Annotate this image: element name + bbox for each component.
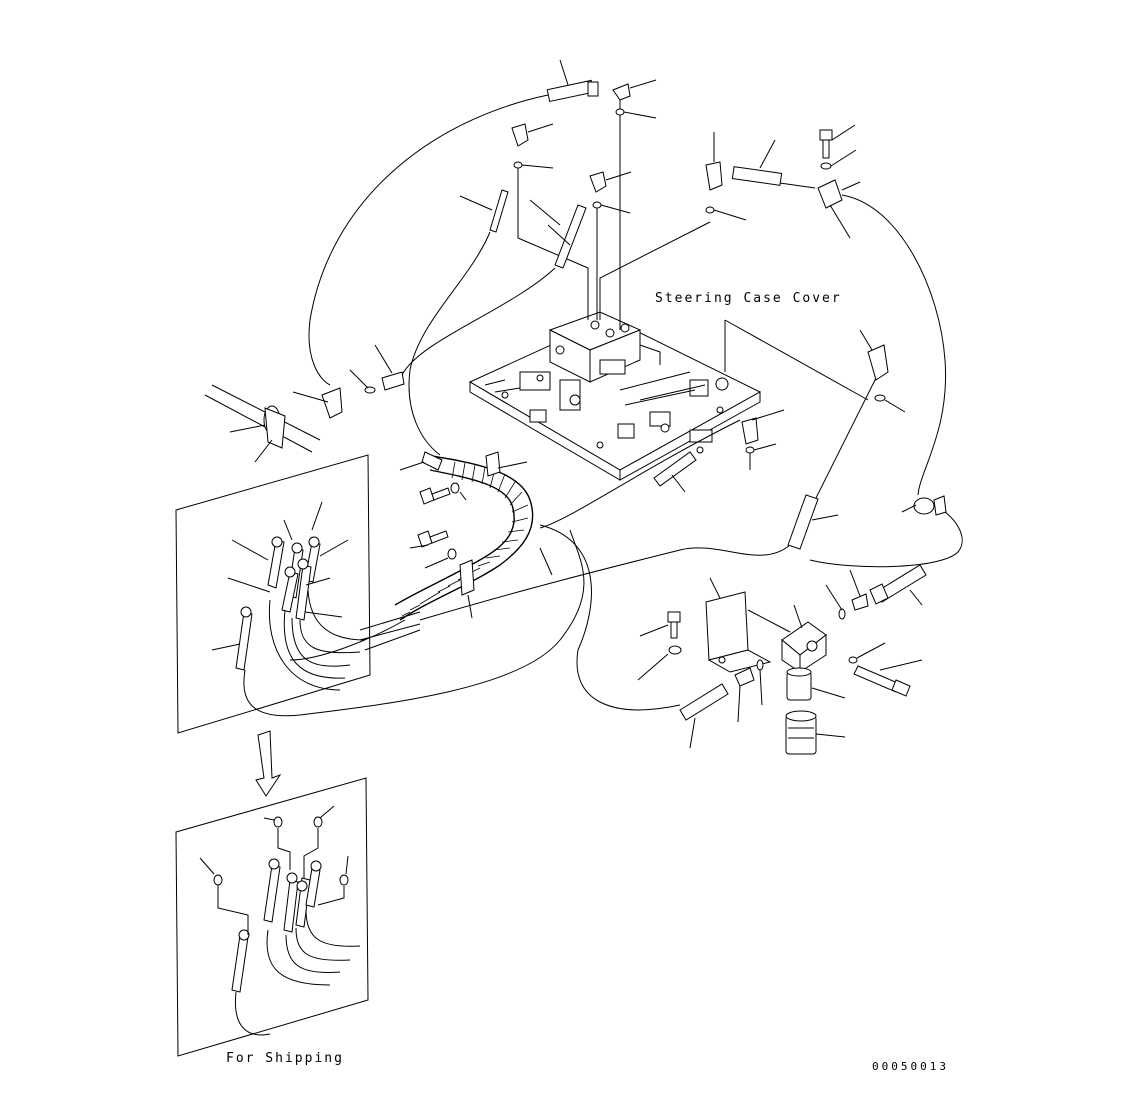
wrapped-hose-bundle [289, 451, 553, 661]
top-fittings [459, 59, 861, 330]
right-components [637, 329, 947, 755]
inset-panel-upper [175, 454, 421, 734]
steering-case-cover-label: Steering Case Cover [655, 291, 842, 306]
inset-panel-shipping [175, 777, 369, 1057]
for-shipping-label: For Shipping [226, 1051, 344, 1066]
down-arrow [255, 730, 282, 797]
hose-lines [243, 94, 963, 717]
drawing-number: 00050013 [872, 1060, 949, 1073]
steering-valve-assembly [468, 311, 762, 481]
left-tube-and-clamp [204, 344, 405, 463]
steering-case-cover-leader [724, 319, 869, 401]
